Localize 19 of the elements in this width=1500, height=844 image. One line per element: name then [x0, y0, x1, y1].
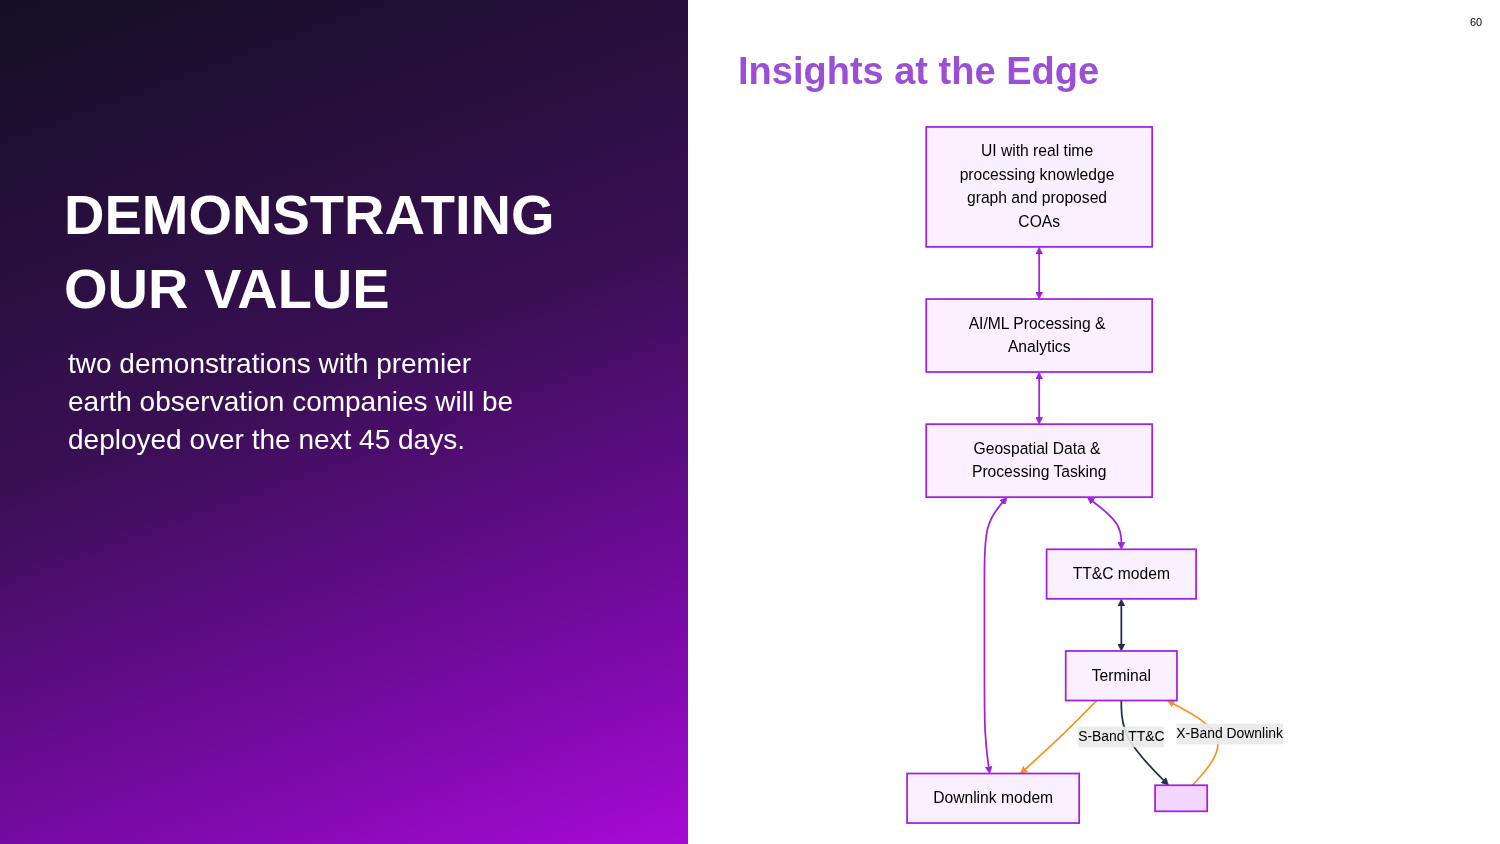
node-box: UI with real time processing knowledge graph and proposed COAs: [925, 126, 1154, 248]
slide-title: DEMONSTRATING OUR VALUE: [64, 182, 556, 322]
diagram-heading: Insights at the Edge: [738, 50, 1100, 93]
node-box: TT&C modem: [1045, 548, 1197, 600]
edge-label: X-Band Downlink: [1176, 726, 1283, 741]
node-box: Geospatial Data & Processing Tasking: [925, 423, 1154, 499]
arrow: [1035, 246, 1043, 300]
arrow: [983, 497, 1008, 774]
arrow: [1087, 497, 1126, 550]
node-box: AI/ML Processing & Analytics: [925, 298, 1154, 373]
body-paragraph: two demonstrations with premier earth observation companies will be deployed over the next 45 days.: [68, 347, 515, 457]
edge-label: S-Band TT&C: [1078, 729, 1165, 744]
page-number: 60: [1470, 16, 1483, 28]
node-box: Terminal: [1064, 650, 1178, 702]
arrow: [1035, 372, 1043, 425]
arrow: [1117, 598, 1126, 652]
node-box: Downlink modem: [906, 772, 1081, 824]
node-box: [1154, 784, 1209, 813]
arrow: [1020, 699, 1098, 774]
